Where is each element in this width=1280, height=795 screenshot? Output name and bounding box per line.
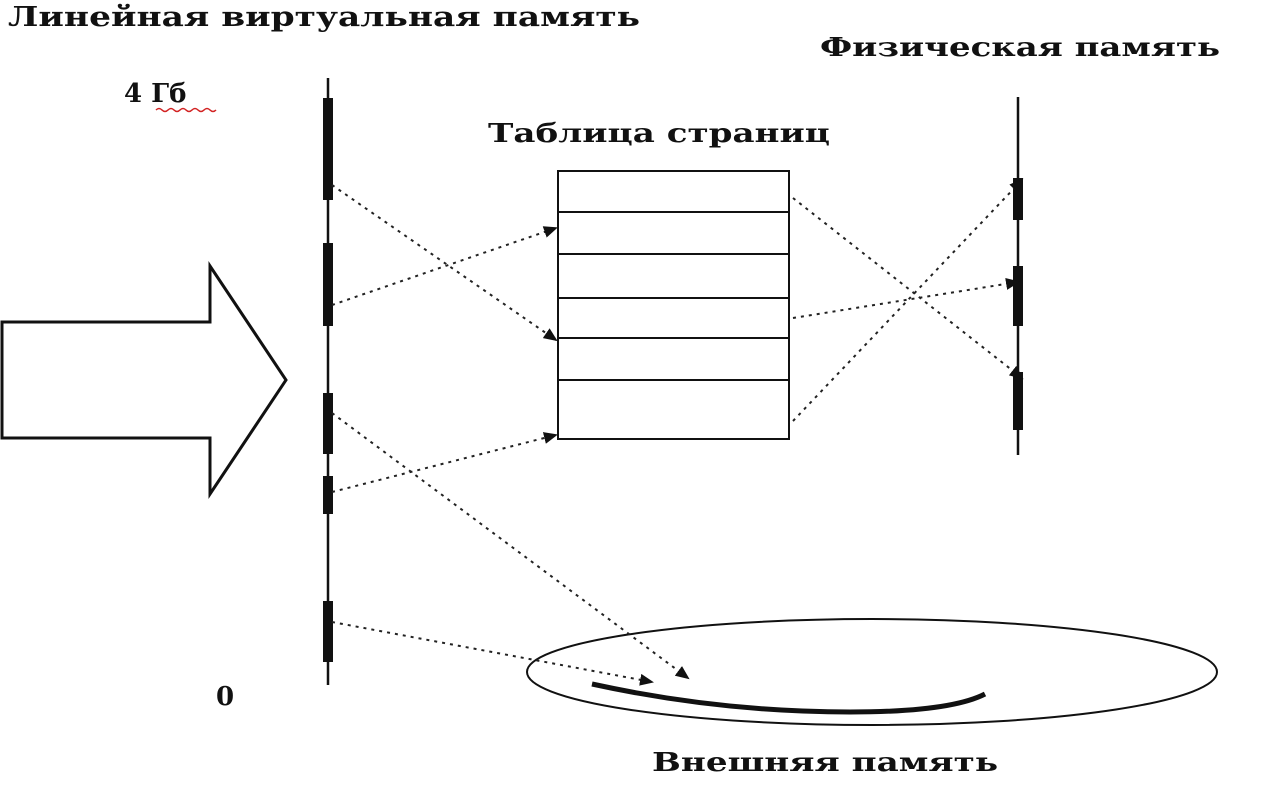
mapping-arrow (331, 184, 558, 342)
external-memory-disk (526, 618, 1218, 726)
physical-memory-title: Физическая память (820, 33, 1220, 63)
physical-memory-axis (1013, 97, 1023, 455)
mapping-arrow (331, 412, 690, 680)
virtual-page-segment (323, 601, 333, 662)
virtual-page-segment (323, 243, 333, 326)
spellcheck-underline (155, 107, 217, 113)
external-memory-title: Внешняя память (652, 748, 998, 778)
mapping-arrow (792, 178, 1024, 422)
external-memory-track (591, 681, 987, 715)
mapping-arrow (331, 226, 558, 306)
page-table-title: Таблица страниц (488, 119, 830, 149)
physical-frame-segment (1013, 266, 1023, 326)
mapping-arrow (792, 277, 1020, 319)
bottom-address-label: 0 (216, 682, 234, 712)
physical-frame-segment (1013, 178, 1023, 220)
virtual-page-segment (323, 98, 333, 200)
virtual-memory-title: Линейная виртуальная память (8, 2, 640, 33)
physical-frame-segment (1013, 372, 1023, 430)
top-address-label: 4 Гб (124, 79, 186, 109)
page-table (557, 170, 790, 440)
mapping-arrow (792, 197, 1024, 380)
virtual-page-segment (323, 476, 333, 514)
mapping-arrow (331, 432, 558, 493)
virtual-page-segment (323, 393, 333, 454)
mapping-arrow (331, 621, 654, 686)
big-right-arrow (0, 261, 288, 499)
virtual-memory-axis (323, 78, 333, 685)
